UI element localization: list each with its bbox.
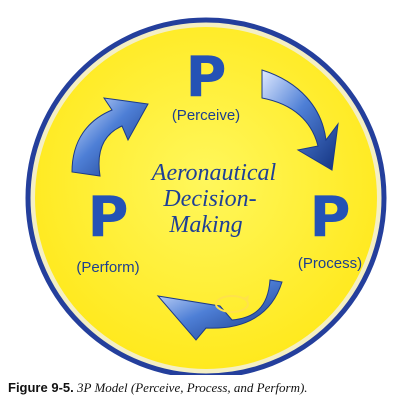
perceive-label: (Perceive) bbox=[172, 107, 240, 124]
arrow-perceive-to-process-icon bbox=[261, 69, 339, 171]
adm-3p-diagram: P (Perceive) P (Process) P (Perform) Aer… bbox=[25, 17, 387, 375]
node-perform: P (Perform) bbox=[76, 185, 139, 276]
rotation-arrow-icon bbox=[215, 295, 249, 313]
arrow-perform-to-perceive-icon bbox=[71, 97, 149, 177]
perform-label: (Perform) bbox=[76, 259, 139, 276]
node-process: P (Process) bbox=[298, 185, 362, 272]
perform-p-letter: P bbox=[87, 185, 128, 250]
center-title-line-2: Decision- bbox=[162, 186, 256, 212]
process-label: (Process) bbox=[298, 255, 362, 272]
figure-caption: Figure 9-5. 3P Model (Perceive, Process,… bbox=[8, 380, 408, 396]
perceive-p-letter: P bbox=[185, 45, 226, 110]
caption-text: 3P Model (Perceive, Process, and Perform… bbox=[77, 380, 308, 395]
center-title-line-3: Making bbox=[168, 212, 242, 238]
arrow-process-to-perform-icon bbox=[156, 279, 283, 341]
node-perceive: P (Perceive) bbox=[172, 45, 240, 124]
caption-label: Figure 9-5. bbox=[8, 380, 74, 395]
process-p-letter: P bbox=[309, 185, 350, 250]
center-title: Aeronautical Decision- Making bbox=[150, 160, 277, 238]
center-title-line-1: Aeronautical bbox=[150, 160, 277, 186]
